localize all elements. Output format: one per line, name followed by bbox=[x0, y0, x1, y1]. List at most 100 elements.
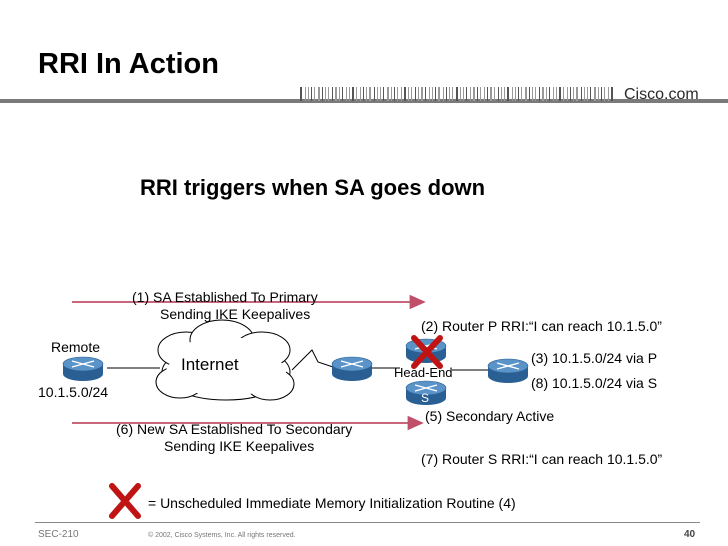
router-internet-edge bbox=[331, 356, 373, 381]
title-rule-bar bbox=[383, 87, 384, 101]
title-rule-bar bbox=[339, 87, 340, 101]
title-rule-barcode bbox=[0, 87, 728, 103]
title-rule-bar bbox=[466, 87, 467, 101]
title-rule-bar bbox=[318, 87, 320, 101]
title-rule-bar bbox=[305, 87, 306, 101]
title-rule-bar bbox=[608, 87, 609, 101]
title-rule-bar bbox=[515, 87, 516, 101]
title-rule-bar bbox=[563, 87, 564, 101]
title-rule-bar bbox=[584, 87, 585, 101]
title-rule-bar bbox=[429, 87, 430, 101]
title-rule-bar bbox=[494, 87, 495, 101]
title-rule-bar bbox=[300, 87, 302, 101]
title-rule-bar bbox=[346, 87, 347, 101]
title-rule-bar bbox=[604, 87, 605, 101]
title-rule-bar bbox=[594, 87, 596, 101]
title-rule-bar bbox=[356, 87, 357, 101]
title-rule-bar bbox=[529, 87, 530, 101]
title-rule-bar bbox=[397, 87, 398, 101]
title-rule-bar bbox=[377, 87, 378, 101]
title-rule-bar bbox=[570, 87, 571, 101]
footer-course-code: SEC-210 bbox=[38, 529, 79, 540]
step7-label: (7) Router S RRI:“I can reach 10.1.5.0” bbox=[421, 451, 663, 467]
title-rule-bar bbox=[325, 87, 326, 101]
title-rule-bar bbox=[581, 87, 582, 101]
title-rule-bar bbox=[360, 87, 361, 101]
router-remote bbox=[62, 356, 104, 381]
step1-label: (1) SA Established To Primary Sending IK… bbox=[132, 289, 318, 322]
title-rule-bar bbox=[335, 87, 337, 101]
title-rule-bar bbox=[546, 87, 547, 101]
title-rule-bar bbox=[611, 87, 613, 101]
title-rule-bar bbox=[418, 87, 419, 101]
title-rule-bar bbox=[328, 87, 329, 101]
title-rule-bar bbox=[490, 87, 492, 101]
title-rule-bar bbox=[567, 87, 568, 101]
title-rule-bar bbox=[401, 87, 402, 101]
title-rule-bar bbox=[391, 87, 392, 101]
title-rule-bar bbox=[342, 87, 343, 101]
title-rule-bar bbox=[425, 87, 426, 101]
title-rule-bar bbox=[573, 87, 574, 101]
title-rule-bar bbox=[404, 87, 406, 101]
title-rule-bar bbox=[432, 87, 433, 101]
title-rule-bar bbox=[498, 87, 499, 101]
router-s-label: S bbox=[421, 391, 430, 405]
title-rule-bar bbox=[601, 87, 602, 101]
title-rule-bar bbox=[477, 87, 478, 101]
headend-label: Head-End bbox=[394, 365, 453, 380]
title-rule-bar bbox=[374, 87, 375, 101]
title-rule-bar bbox=[576, 87, 578, 101]
title-rule-bar bbox=[314, 87, 315, 101]
title-rule-bar bbox=[435, 87, 436, 101]
title-rule-bar bbox=[518, 87, 519, 101]
internet-cloud bbox=[155, 319, 295, 401]
step5-label: (5) Secondary Active bbox=[425, 408, 555, 424]
title-rule-bar bbox=[352, 87, 354, 101]
title-rule-bar bbox=[408, 87, 409, 101]
title-rule-bar bbox=[446, 87, 447, 101]
title-rule-bar bbox=[535, 87, 536, 101]
title-rule-bar bbox=[349, 87, 350, 101]
failure-cross-icon bbox=[411, 335, 443, 369]
title-rule-bar bbox=[452, 87, 453, 101]
title-rule-bar bbox=[369, 87, 371, 101]
title-rule-bar bbox=[308, 87, 309, 101]
title-rule-bar bbox=[394, 87, 395, 101]
title-rule-bar bbox=[590, 87, 591, 101]
legend-label: = Unscheduled Immediate Memory Initializ… bbox=[148, 495, 516, 511]
title-rule-bar bbox=[525, 87, 527, 101]
slide-subtitle: RRI triggers when SA goes down bbox=[140, 175, 486, 200]
router-s bbox=[405, 380, 447, 405]
title-rule-bar bbox=[521, 87, 522, 101]
title-rule-bar bbox=[438, 87, 440, 101]
step2-label: (2) Router P RRI:“I can reach 10.1.5.0” bbox=[421, 318, 662, 334]
title-rule-bar bbox=[598, 87, 599, 101]
router-lan bbox=[487, 358, 529, 383]
title-rule-bar bbox=[332, 87, 333, 101]
title-rule-bar bbox=[539, 87, 540, 101]
title-rule-bar bbox=[504, 87, 505, 101]
title-rule-bar bbox=[487, 87, 488, 101]
title-rule-bar bbox=[380, 87, 381, 101]
remote-network-label: 10.1.5.0/24 bbox=[38, 384, 109, 400]
title-rule-bar bbox=[484, 87, 485, 101]
title-rule-bar bbox=[456, 87, 458, 101]
title-rule-bar bbox=[512, 87, 513, 101]
title-rule-bar bbox=[549, 87, 550, 101]
title-rule-bar bbox=[501, 87, 502, 101]
title-rule-bar bbox=[559, 87, 561, 101]
title-rule-bar bbox=[532, 87, 533, 101]
title-rule-bar bbox=[366, 87, 367, 101]
link-internet-router bbox=[291, 349, 337, 371]
title-rule-bar bbox=[387, 87, 389, 101]
page-number: 40 bbox=[684, 529, 696, 540]
title-rule-bar bbox=[460, 87, 461, 101]
title-rule-bar bbox=[587, 87, 588, 101]
legend-cross-icon bbox=[109, 483, 141, 519]
remote-label: Remote bbox=[51, 339, 101, 355]
cisco-logo-text: Cisco.com bbox=[624, 86, 699, 103]
route3-label: (3) 10.1.5.0/24 via P bbox=[531, 350, 658, 366]
title-rule-bar bbox=[463, 87, 464, 101]
